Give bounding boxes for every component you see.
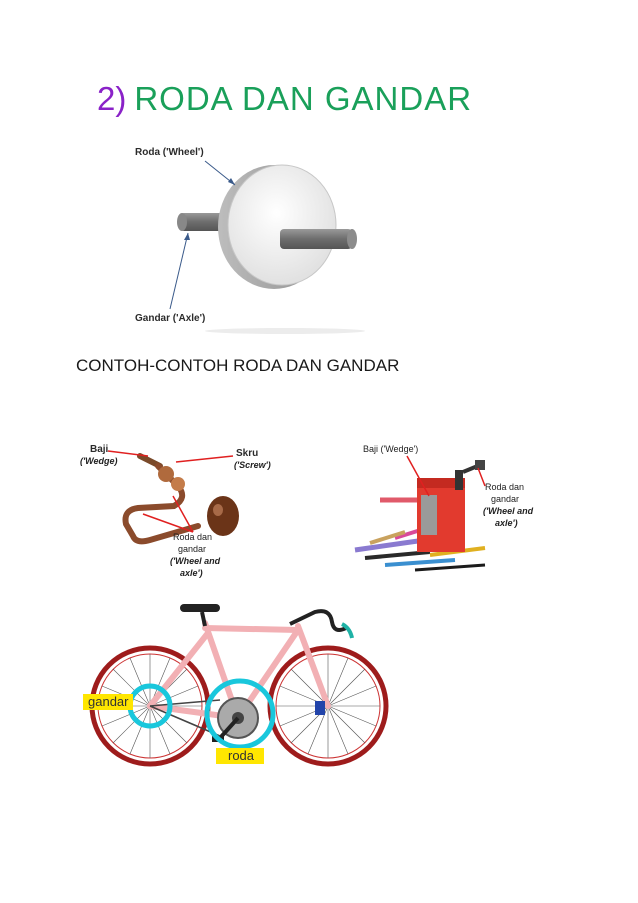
section-title: RODA DAN GANDAR [134,80,473,117]
drill-brace [122,463,201,545]
roda-label: roda [228,748,255,763]
svg-text:axle'): axle') [180,568,203,578]
drill-wheel-axle-label: Roda dan [173,532,212,542]
axle-pointer [169,232,189,310]
roda-highlight [216,748,264,764]
drill-screw-label: Skru [236,448,258,459]
wheel-label: Roda ('Wheel') [135,147,204,158]
svg-text:('Wheel and: ('Wheel and [170,556,221,566]
svg-text:gandar: gandar [491,494,519,504]
seat [180,604,220,612]
drill-wedge-label: Baji [90,444,109,455]
section-heading: 2)RODA DAN GANDAR [97,80,472,118]
wheel-face [227,164,337,286]
svg-text:axle'): axle') [495,518,518,528]
handlebar [289,609,347,632]
bicycle-figure: gandar roda [80,598,410,770]
sharpener-wheel-axle-label: Roda dan [485,482,524,492]
axle-label: Gandar ('Axle') [135,313,205,324]
gandar-highlight [83,694,133,710]
svg-text:gandar: gandar [178,544,206,554]
gandar-label: gandar [88,694,129,709]
sharpener-crank [475,460,485,470]
drill-knob [207,496,239,536]
svg-text:('Wheel and: ('Wheel and [483,506,534,516]
axle-front [280,229,352,249]
hand-drill-figure: Baji ('Wedge) Skru ('Screw') Roda dan ga… [78,436,278,586]
svg-text:('Wedge): ('Wedge) [80,456,117,466]
pencil-sharpener-figure: Baji ('Wedge') Roda dan gandar ('Wheel a… [335,440,535,585]
section-number: 2) [97,80,127,117]
svg-text:('Screw'): ('Screw') [234,460,271,470]
sharpener-wedge-label: Baji ('Wedge') [363,444,418,454]
chainring-ring [204,678,276,750]
wheel-axle-diagram: Roda ('Wheel') Gandar ('Axle') [110,135,370,335]
examples-heading: CONTOH-CONTOH RODA DAN GANDAR [76,356,400,375]
